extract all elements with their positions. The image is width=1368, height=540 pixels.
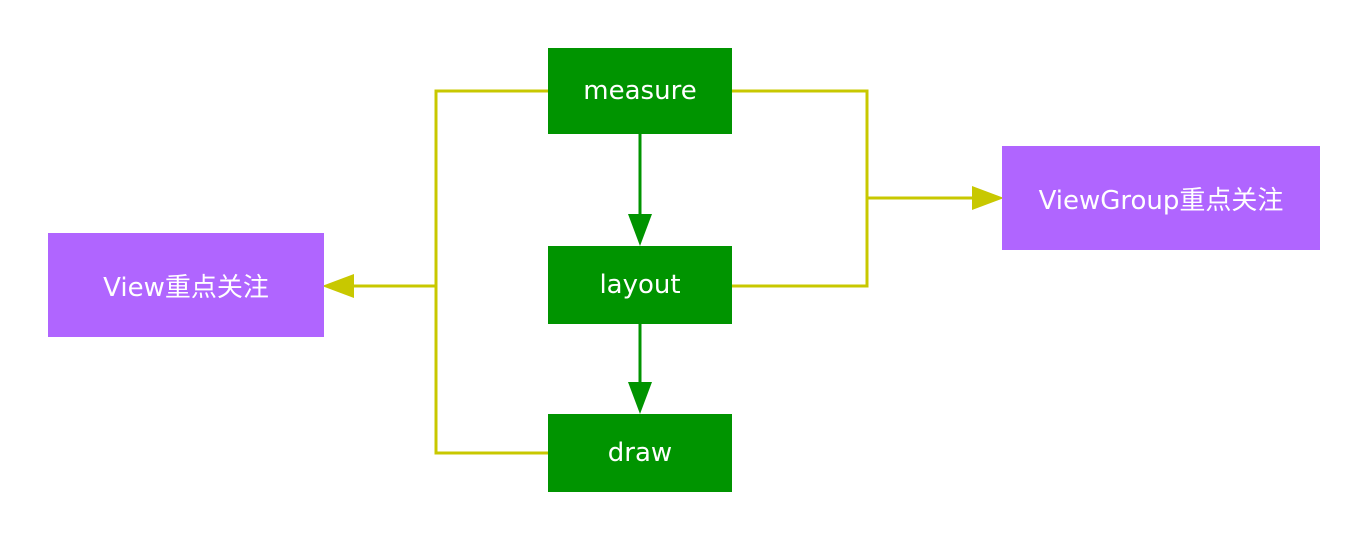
draw-label: draw (607, 438, 673, 468)
layout-to-draw-arrowhead (628, 382, 652, 414)
view-bracket-connector (434, 89, 548, 455)
measure-node: measure (548, 48, 732, 134)
layout-label: layout (599, 270, 681, 300)
layout-node: layout (548, 246, 732, 324)
draw-node: draw (548, 414, 732, 492)
view-arrowhead (322, 274, 354, 298)
viewgroup-focus-node: ViewGroup重点关注 (1002, 146, 1320, 250)
viewgroup-bracket-connector (732, 89, 869, 288)
measure-label: measure (583, 76, 697, 106)
viewgroup-focus-label: ViewGroup重点关注 (1038, 185, 1284, 216)
view-focus-node: View重点关注 (48, 233, 324, 337)
view-focus-label: View重点关注 (103, 272, 269, 303)
viewgroup-arrowhead (972, 186, 1004, 210)
measure-to-layout-arrowhead (628, 214, 652, 246)
